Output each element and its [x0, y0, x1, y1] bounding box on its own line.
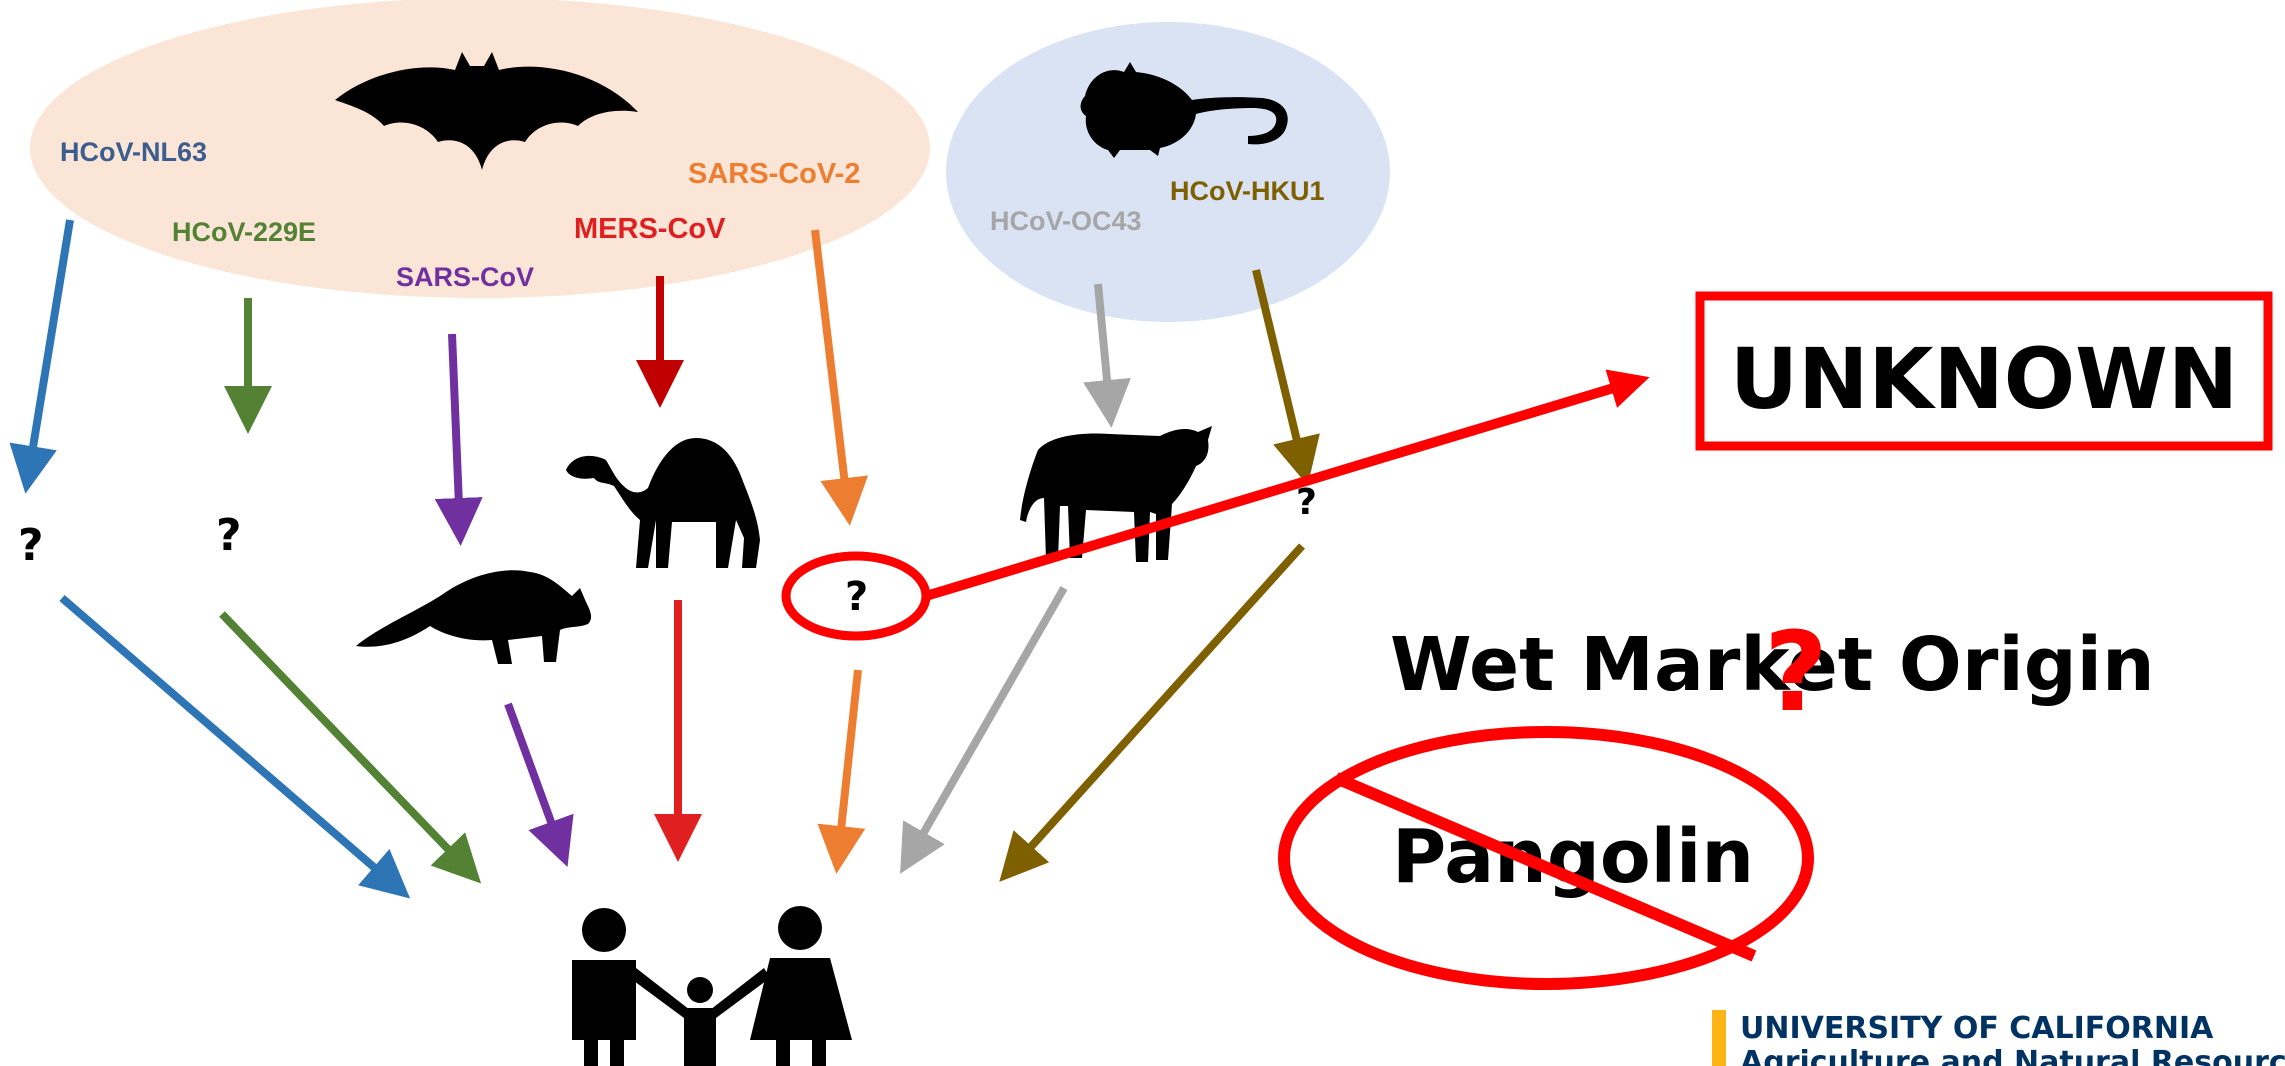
arrow-229e-human: [222, 614, 470, 872]
label-hcov-229e: HCoV-229E: [172, 217, 316, 247]
label-sars-cov-2: SARS-CoV-2: [688, 158, 860, 190]
arrow-sars2-reservoir: [815, 230, 848, 510]
unknown-mark-229e: ?: [216, 510, 242, 561]
unknown-mark-nl63: ?: [18, 520, 44, 571]
uc-logo-line1: UNIVERSITY OF CALIFORNIA: [1740, 1011, 2214, 1046]
wet-market-question-mark: ?: [1764, 608, 1828, 736]
rodent-reservoir-ellipse: [946, 22, 1390, 322]
human-family-icon: [572, 906, 852, 1066]
unknown-mark-sars2: ?: [845, 574, 868, 620]
label-hcov-hku1: HCoV-HKU1: [1170, 176, 1325, 206]
label-hcov-nl63: HCoV-NL63: [60, 137, 207, 167]
arrow-oc43-human: [908, 588, 1064, 860]
unknown-callout-text: UNKNOWN: [1730, 330, 2238, 428]
arrow-nl63-reservoir: [28, 220, 70, 478]
raccoon-icon: [356, 570, 591, 664]
uc-logo-line2: Agriculture and Natural Resources: [1740, 1045, 2285, 1066]
label-sars-cov: SARS-CoV: [396, 262, 534, 292]
arrow-sars2-human: [838, 670, 858, 858]
camel-icon: [566, 438, 760, 568]
arrow-sars-human: [508, 704, 562, 852]
arrow-sars-reservoir: [452, 334, 460, 530]
uc-logo-bar: [1712, 1010, 1726, 1066]
label-hcov-oc43: HCoV-OC43: [990, 206, 1142, 236]
arrow-hku1-human: [1010, 546, 1302, 870]
label-mers-cov: MERS-CoV: [574, 213, 726, 245]
